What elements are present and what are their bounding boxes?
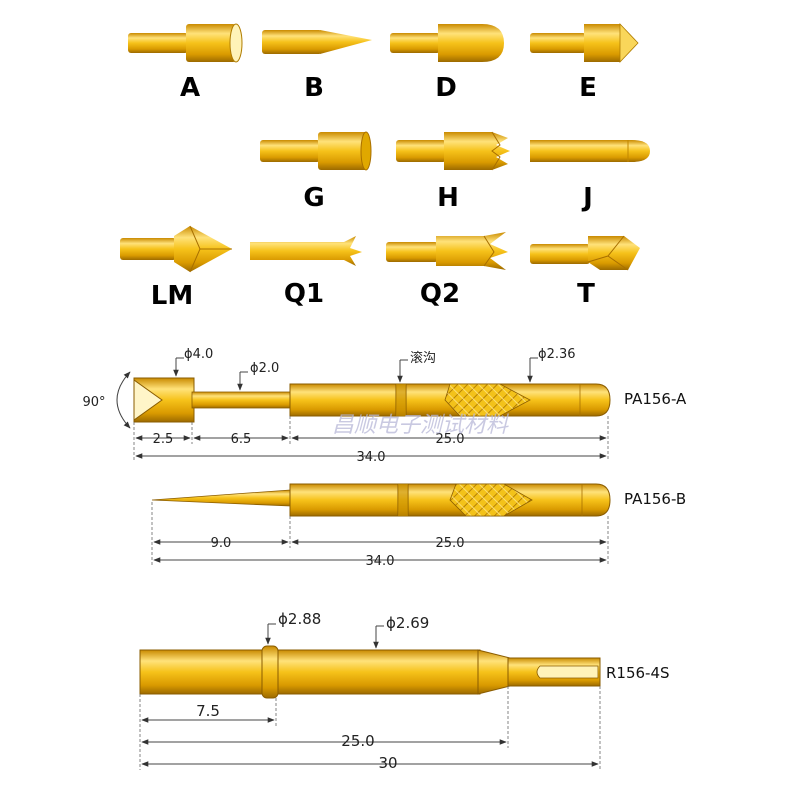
tip-label-b: B	[304, 73, 324, 103]
probe-b-dim-total: 34.0	[366, 554, 395, 569]
tip-q2-shape	[386, 232, 508, 270]
probe-a-groove	[396, 384, 406, 416]
probe-a-barrel-diameter: ϕ2.36	[538, 347, 576, 362]
probe-b-dim-barrel: 25.0	[436, 536, 465, 551]
watermark: 昌顺电子测试材料	[332, 413, 510, 438]
tip-label-e: E	[579, 73, 597, 103]
tip-label-a: A	[180, 73, 200, 103]
receptacle-dim-collar: 7.5	[196, 702, 220, 720]
receptacle-slot	[536, 665, 599, 679]
probe-b-needle	[151, 489, 291, 507]
probe-a-dim-total: 34.0	[357, 450, 386, 465]
receptacle-collar-diameter: ϕ2.88	[278, 610, 321, 628]
tip-lm-shape	[120, 225, 232, 273]
probe-a-angle: 90°	[82, 395, 105, 410]
probe-a-neck-diameter: ϕ2.0	[250, 361, 279, 376]
probe-pa156-a: 90° ϕ4.0 ϕ2.0 滚沟 ϕ2.36 PA156-A 2.5 6.5 2…	[82, 347, 687, 465]
tip-t-shape	[530, 235, 640, 271]
probe-pa156-b: PA156-B 9.0 25.0 34.0	[151, 483, 686, 569]
tip-d-shape	[390, 24, 504, 62]
tip-label-d: D	[435, 73, 457, 103]
probe-a-spring-cutaway	[444, 383, 531, 417]
tip-label-lm: LM	[151, 281, 193, 311]
receptacle-dim-total: 30	[378, 754, 397, 772]
tip-gallery: A B D E G	[120, 22, 650, 311]
tip-label-t: T	[577, 279, 595, 309]
tip-label-q2: Q2	[420, 279, 460, 309]
tip-e-shape	[530, 22, 639, 64]
probe-b-part-number: PA156-B	[624, 490, 686, 508]
tip-label-h: H	[437, 183, 459, 213]
tip-label-g: G	[303, 183, 324, 213]
probe-b-dim-tip: 9.0	[211, 536, 232, 551]
probe-a-dim-neck: 6.5	[231, 432, 252, 447]
probe-a-groove-label: 滚沟	[410, 350, 436, 366]
tip-label-j: J	[581, 183, 593, 213]
tip-label-q1: Q1	[284, 279, 324, 309]
probe-a-dim-head: 2.5	[153, 432, 174, 447]
receptacle-body-diameter: ϕ2.69	[386, 614, 429, 632]
tip-q1-shape	[250, 236, 362, 266]
probe-a-dim-barrel: 25.0	[436, 432, 465, 447]
tip-h-shape	[396, 131, 510, 171]
probe-a-head-diameter: ϕ4.0	[184, 347, 213, 362]
receptacle-part-number: R156-4S	[606, 664, 670, 682]
probe-b-spring-cutaway	[449, 483, 533, 517]
receptacle-r156-4s: ϕ2.88 ϕ2.69 R156-4S 7.5 25.0 30	[139, 610, 670, 772]
probe-a-part-number: PA156-A	[624, 390, 687, 408]
tip-a-shape	[128, 23, 243, 63]
receptacle-body	[139, 649, 481, 695]
tip-b-shape	[262, 30, 372, 54]
tip-g-shape	[260, 131, 372, 171]
probe-b-groove	[398, 484, 408, 516]
probe-a-plunger	[191, 391, 293, 409]
receptacle-collar	[261, 645, 279, 699]
tip-j-shape	[530, 140, 650, 162]
receptacle-dim-body: 25.0	[341, 732, 374, 750]
